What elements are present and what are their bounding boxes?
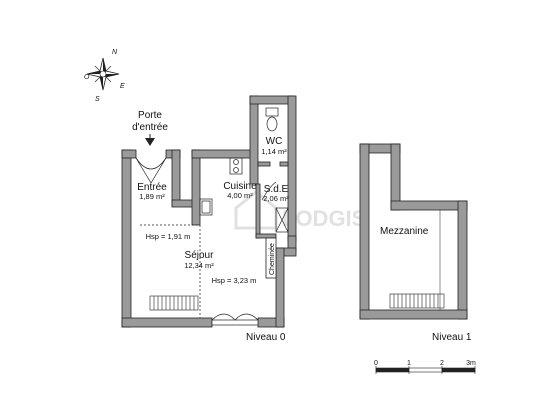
room-cuisine-name: Cuisine xyxy=(223,181,257,192)
level1-label: Niveau 1 xyxy=(432,332,472,343)
entrance-label-line1: Porte xyxy=(138,110,162,121)
entrance-arrow-icon xyxy=(145,134,155,146)
compass-s: S xyxy=(95,96,100,103)
stairs xyxy=(149,295,199,311)
compass-o: O xyxy=(84,74,90,81)
scale-tick-0: 0 xyxy=(374,360,378,367)
room-wc-area: 1,14 m² xyxy=(261,147,287,156)
scale-tick-2: 2 xyxy=(440,360,444,367)
compass-rose-icon: N E S O xyxy=(84,49,125,103)
entrance-label-line2: d'entrée xyxy=(132,122,168,133)
room-wc-name: WC xyxy=(266,136,283,147)
room-sejour-name: Séjour xyxy=(185,250,215,261)
room-sejour-area: 12,34 m² xyxy=(184,261,214,270)
scale-bar: 0 1 2 3m xyxy=(374,360,476,374)
height-hsp2: Hsp = 3,23 m xyxy=(212,276,257,285)
scale-tick-1: 1 xyxy=(407,360,411,367)
sink xyxy=(199,198,213,216)
window xyxy=(211,319,259,326)
room-entree-area: 1,89 m² xyxy=(139,192,165,201)
door-swing xyxy=(135,157,167,170)
level0-fixtures xyxy=(135,107,289,326)
compass-n: N xyxy=(112,49,118,56)
room-sde-name: S.d.E xyxy=(264,184,289,195)
height-hsp1: Hsp = 1,91 m xyxy=(146,232,191,241)
hob xyxy=(229,157,243,175)
watermark: LODGIS xyxy=(234,190,366,231)
room-sde-area: 2,06 m² xyxy=(263,194,289,203)
shower xyxy=(275,207,289,233)
level0-walls xyxy=(121,95,297,328)
level1-fixtures xyxy=(389,210,445,310)
compass-e: E xyxy=(120,83,125,90)
chimney-label: Cheminée xyxy=(269,243,276,275)
level1-walls xyxy=(359,143,468,320)
room-mezzanine-name: Mezzanine xyxy=(380,226,429,237)
toilet xyxy=(265,107,279,117)
room-entree-name: Entrée xyxy=(137,182,167,193)
scale-tick-3: 3m xyxy=(466,360,476,367)
room-cuisine-area: 4,00 m² xyxy=(227,191,253,200)
mezzanine-stairs xyxy=(389,293,445,309)
level0-label: Niveau 0 xyxy=(246,332,286,343)
